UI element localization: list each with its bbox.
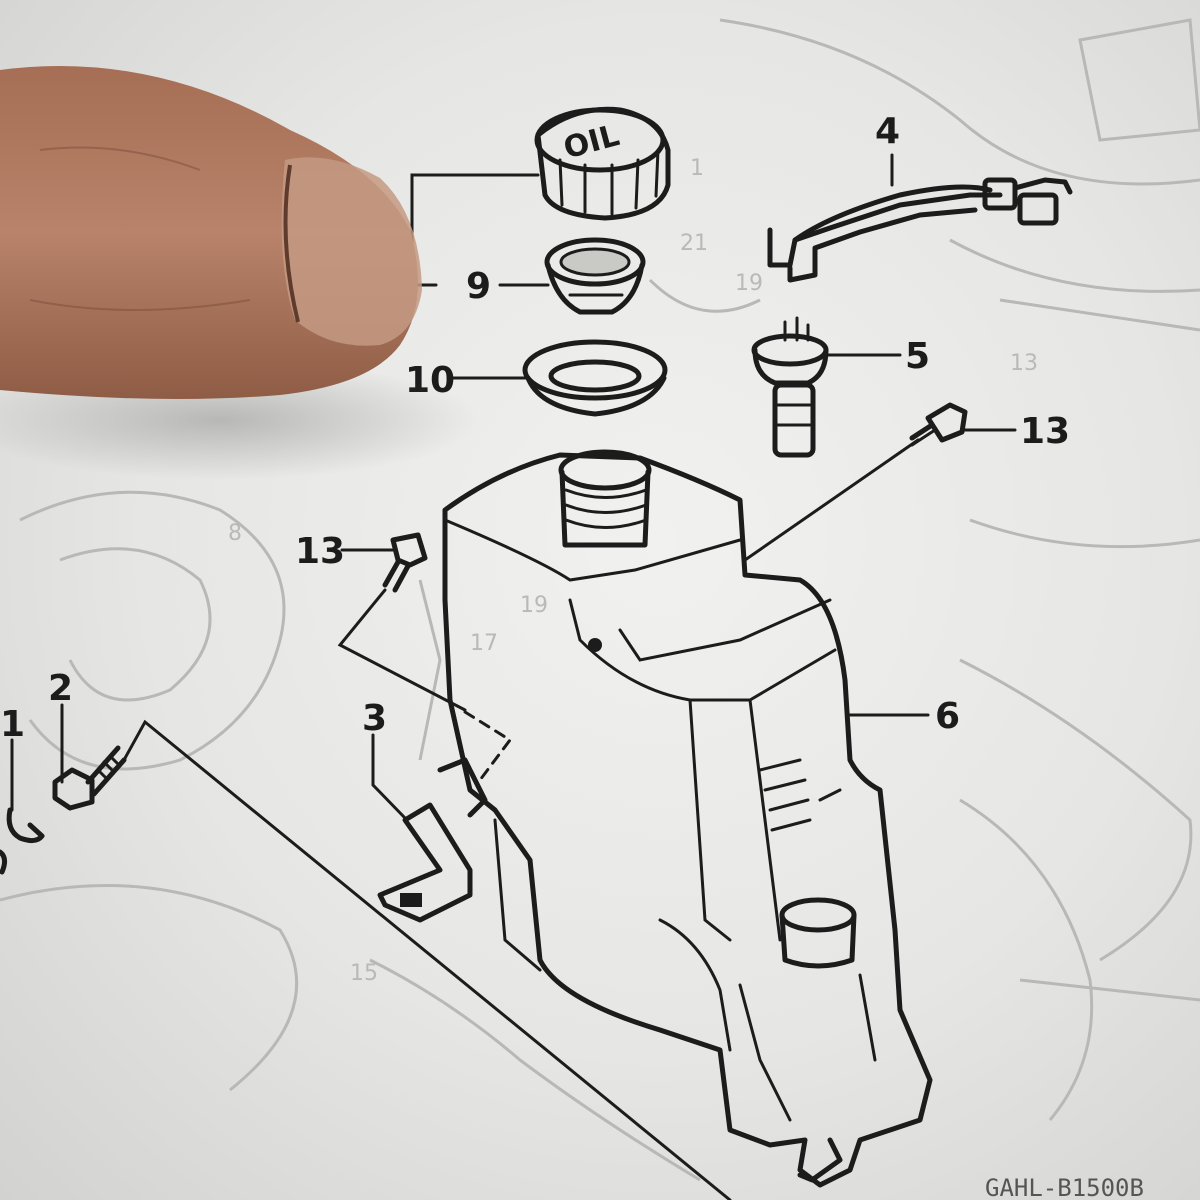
callout-9: 9 [466, 266, 491, 307]
oil-strainer [544, 237, 646, 315]
callout-5: 5 [905, 336, 930, 377]
tank-bracket [377, 757, 488, 923]
ghost-number: 17 [470, 631, 498, 656]
ghost-number: 19 [735, 271, 763, 296]
ghost-background-drawing [0, 18, 1200, 1182]
ghost-number: 13 [1010, 351, 1038, 376]
ghost-number: 8 [228, 521, 242, 546]
ghost-part-numbers: 1 21 19 17 19 15 8 13 [228, 156, 1038, 986]
bolt-left-axis [337, 588, 467, 712]
callout-13-left: 13 [295, 531, 345, 572]
callout-4: 4 [875, 111, 900, 152]
callout-13-right: 13 [1020, 411, 1070, 452]
callout-2: 2 [48, 668, 73, 709]
bolt-2-axis [122, 719, 732, 1200]
callout-labels: 4 9 10 5 13 13 6 2 1 3 [0, 111, 1070, 745]
ghost-number: 15 [350, 961, 378, 986]
bolt-left-dashed-axis [463, 710, 513, 782]
leader-lines [10, 153, 1017, 1200]
ghost-number: 19 [520, 593, 548, 618]
callout-1: 1 [0, 704, 25, 745]
finger-image [0, 66, 480, 480]
callout-6: 6 [935, 696, 960, 737]
clip-part-1 [0, 807, 45, 875]
bolt-part-2 [52, 745, 127, 811]
leader-3 [371, 733, 407, 820]
flange-bolt-left [382, 532, 428, 593]
cap-oil-marking: OIL [560, 118, 623, 166]
packing-ring [522, 339, 668, 417]
oil-filler-cap: OIL [534, 106, 671, 221]
oil-tank [442, 449, 933, 1188]
flange-bolt-right [909, 402, 968, 447]
level-switch-wire [767, 177, 1073, 283]
callout-3: 3 [362, 698, 387, 739]
oil-level-switch [751, 316, 829, 458]
ghost-number: 21 [680, 231, 708, 256]
ghost-number: 1 [690, 156, 704, 181]
bolt-right-axis [743, 438, 920, 562]
diagram-code: GAHL-B1500B [985, 1174, 1144, 1200]
